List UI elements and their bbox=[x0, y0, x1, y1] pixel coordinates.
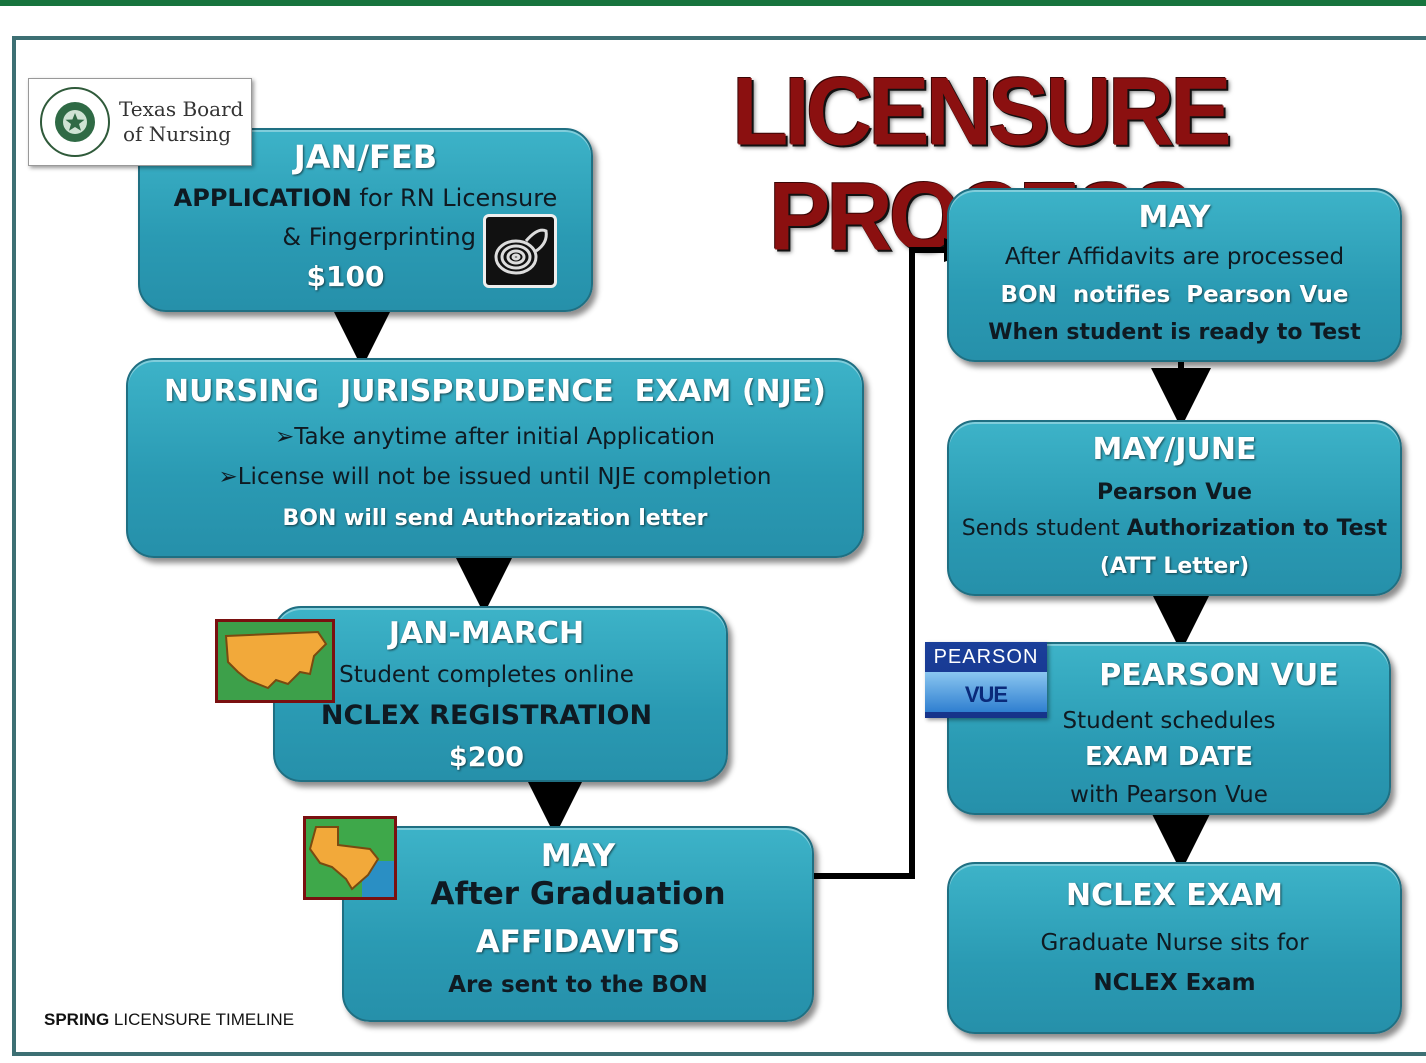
fingerprint-icon bbox=[483, 214, 557, 288]
caption-bold: SPRING bbox=[44, 1010, 110, 1029]
step-line: with Pearson Vue bbox=[1070, 782, 1268, 808]
timeline-caption: SPRING LICENSURE TIMELINE bbox=[44, 1010, 294, 1030]
step-period: JAN/FEB bbox=[293, 138, 438, 176]
pearson-vue-logo: PEARSON VUE bbox=[925, 642, 1047, 718]
step-period: JAN-MARCH bbox=[388, 616, 585, 651]
step-label-bold: Authorization to Test bbox=[1126, 516, 1388, 541]
step-line: Student schedules bbox=[1062, 708, 1276, 734]
step-line: NCLEX REGISTRATION bbox=[320, 700, 653, 731]
step-line: APPLICATION for RN Licensure bbox=[140, 184, 591, 212]
step-label: Sends student bbox=[961, 516, 1127, 541]
step-nclex-registration: JAN-MARCH Student completes online NCLEX… bbox=[273, 606, 728, 782]
us-map-icon bbox=[215, 619, 335, 703]
pearson-logo-top: PEARSON bbox=[933, 646, 1039, 668]
step-line: BON will send Authorization letter bbox=[282, 506, 708, 531]
step-line: After Graduation bbox=[430, 876, 726, 912]
step-line: Pearson Vue bbox=[1096, 480, 1253, 505]
step-schedule: PEARSON VUE Student schedules EXAM DATE … bbox=[947, 642, 1391, 815]
caption-text: LICENSURE TIMELINE bbox=[113, 1010, 295, 1029]
step-att-letter: MAY/JUNE Pearson Vue Sends student Autho… bbox=[947, 420, 1402, 596]
step-line: Student completes online bbox=[339, 662, 634, 688]
pearson-logo-bottom: VUE bbox=[964, 682, 1008, 707]
step-exam: NCLEX EXAM Graduate Nurse sits for NCLEX… bbox=[947, 862, 1402, 1034]
arrow-4 bbox=[814, 247, 948, 879]
step-affidavits: MAY After Graduation AFFIDAVITS Are sent… bbox=[342, 826, 814, 1022]
logo-line-1: Texas Board bbox=[119, 97, 244, 121]
seal-icon bbox=[40, 87, 110, 157]
step-bullet: ➢Take anytime after initial Application bbox=[275, 424, 715, 450]
texas-bon-logo: Texas Board of Nursing bbox=[28, 78, 252, 166]
step-fee: $100 bbox=[306, 260, 385, 293]
step-label: for RN Licensure bbox=[351, 184, 558, 212]
step-heading: NCLEX EXAM bbox=[1065, 878, 1283, 913]
step-line: After Affidavits are processed bbox=[1004, 244, 1345, 270]
step-nje: NURSING JURISPRUDENCE EXAM (NJE) ➢Take a… bbox=[126, 358, 864, 558]
step-application: JAN/FEB APPLICATION for RN Licensure & F… bbox=[138, 128, 593, 312]
step-line: Graduate Nurse sits for bbox=[1040, 930, 1309, 956]
texas-map-icon bbox=[303, 816, 397, 900]
step-bullet: ➢License will not be issued until NJE co… bbox=[218, 464, 772, 490]
step-label-bold: APPLICATION bbox=[173, 184, 352, 212]
step-line: BON notifies Pearson Vue bbox=[1000, 282, 1349, 308]
step-bon-notifies: MAY After Affidavits are processed BON n… bbox=[947, 188, 1402, 362]
logo-text: Texas Board of Nursing bbox=[119, 97, 243, 147]
step-line: (ATT Letter) bbox=[1099, 554, 1250, 579]
step-line: NCLEX Exam bbox=[1093, 970, 1256, 996]
step-period: MAY bbox=[540, 838, 616, 874]
step-line: When student is ready to Test bbox=[988, 320, 1361, 345]
top-border bbox=[0, 0, 1426, 6]
step-period: MAY bbox=[1138, 200, 1211, 235]
step-line: & Fingerprinting bbox=[282, 223, 476, 251]
step-line: AFFIDAVITS bbox=[475, 924, 681, 960]
step-fee: $200 bbox=[448, 742, 525, 773]
step-line: EXAM DATE bbox=[1084, 742, 1254, 772]
logo-line-2: of Nursing bbox=[123, 122, 232, 146]
step-heading: NURSING JURISPRUDENCE EXAM (NJE) bbox=[163, 374, 827, 409]
step-line: Are sent to the BON bbox=[448, 972, 708, 998]
step-period: MAY/JUNE bbox=[1092, 432, 1257, 467]
step-heading: PEARSON VUE bbox=[1099, 658, 1339, 693]
step-line: Sends student Authorization to Test bbox=[949, 516, 1400, 541]
